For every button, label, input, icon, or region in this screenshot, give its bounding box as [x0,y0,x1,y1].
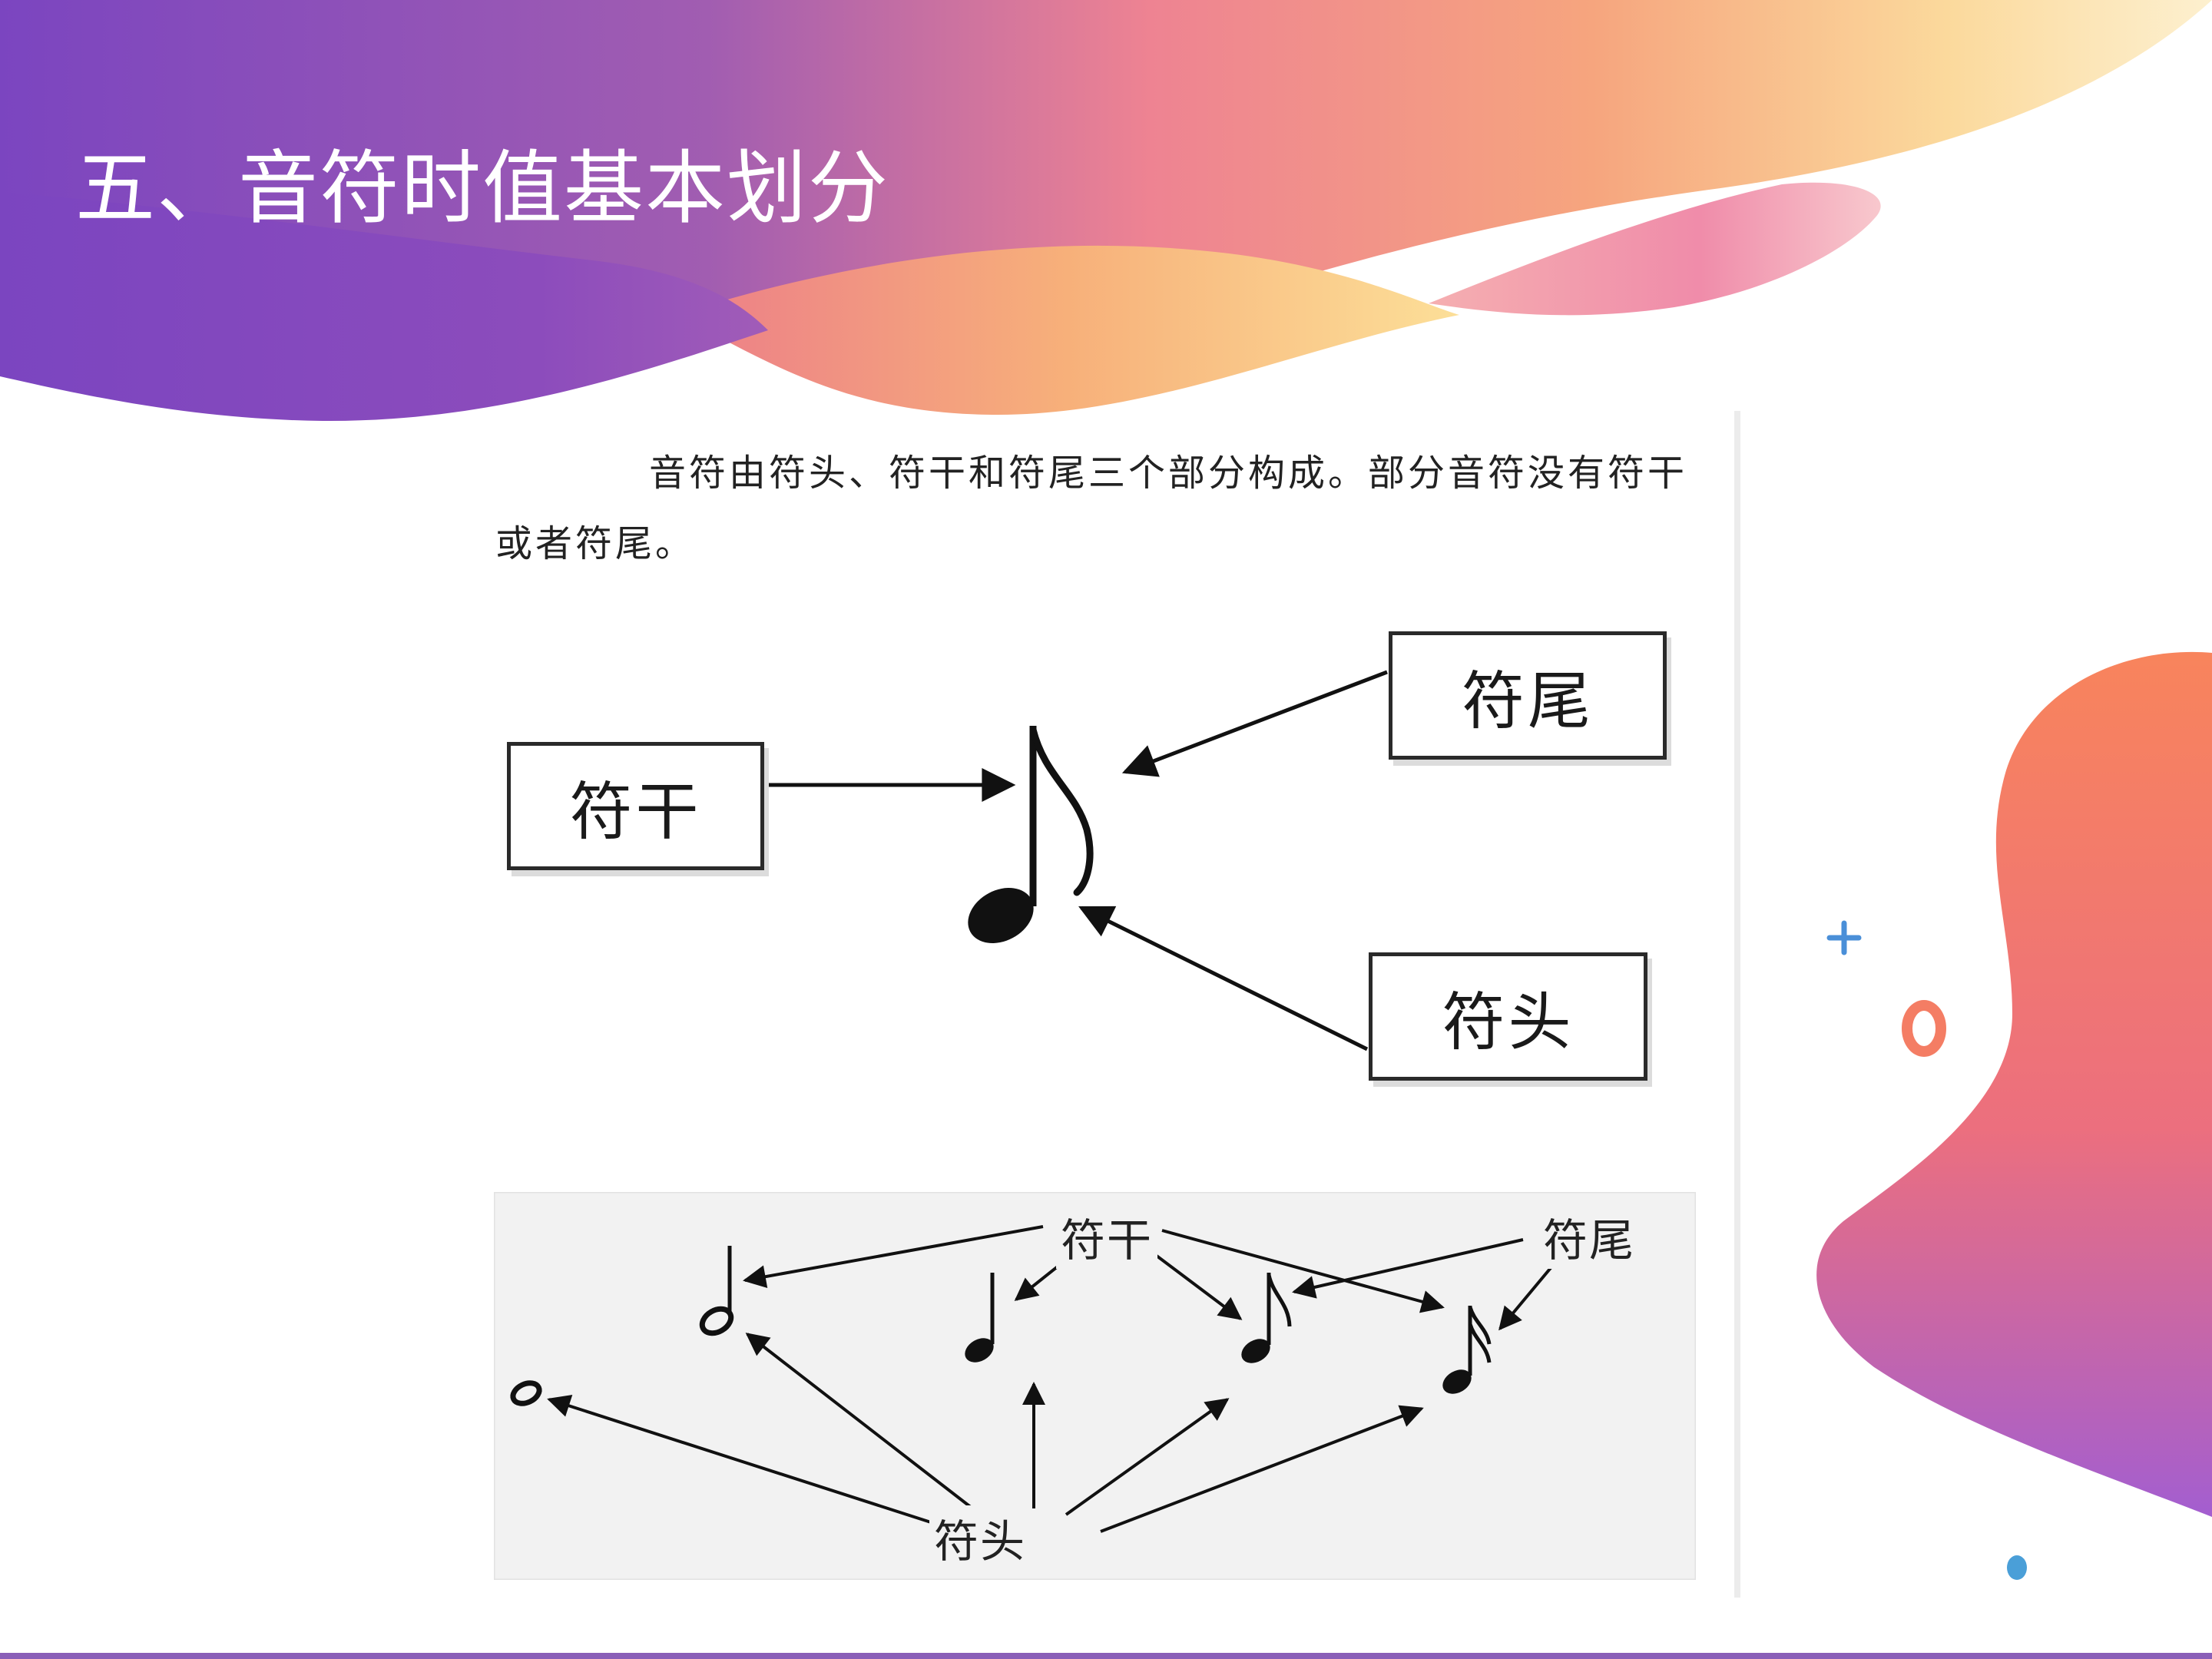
arrow-head-whole [547,1394,955,1532]
top-wave-purple [0,192,768,422]
eighth-note [1241,1273,1292,1363]
sixteenth-note [1442,1306,1492,1394]
arrow-stem-sixteenth [1161,1229,1445,1313]
arrow-head-eighth [1065,1398,1230,1516]
arrow-flag-eighth [1292,1238,1524,1299]
arrow-stem-half [743,1225,1044,1288]
half-note [699,1246,734,1336]
bottom-bar [0,1653,2212,1659]
slide-title: 五、音符时值基本划分 [75,141,890,235]
arrow-head [1078,906,1369,1051]
arrow-flag [1121,670,1388,777]
bottom-flag-label: 符尾 [1538,1204,1641,1269]
intro-paragraph: 音符由符头、符干和符尾三个部分构成。部分音符没有符干或者符尾。 [495,452,1688,565]
quarter-note [965,1273,995,1363]
top-wave-peach [676,245,1459,415]
arrow-head-sixteenth [1100,1405,1424,1533]
flag-label-box: 符尾 [1389,631,1667,760]
ring-icon [1902,1000,1946,1057]
eighth-note-glyph [968,726,1094,943]
plus-icon [1826,920,1862,955]
vertical-divider [1734,411,1740,1598]
bottom-head-label: 符头 [929,1505,1031,1570]
right-blob [1816,651,2212,1517]
arrow-head-half [745,1333,987,1520]
dot-icon [2007,1555,2027,1580]
top-wave-pink [1429,182,1881,316]
stem-label-box: 符干 [507,742,764,870]
bottom-stem-label: 符干 [1056,1204,1158,1269]
head-label-box: 符头 [1369,952,1647,1081]
whole-note [510,1380,542,1406]
